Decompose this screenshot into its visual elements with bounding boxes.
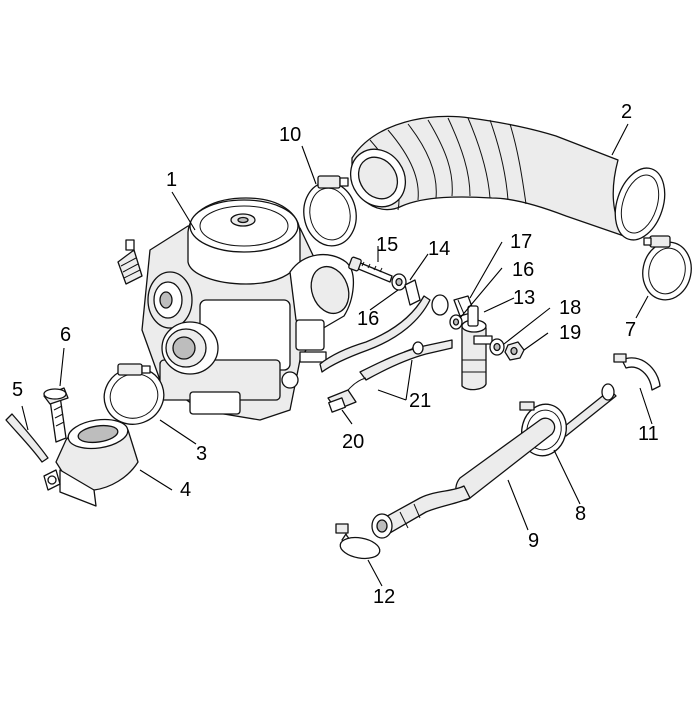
leader-18 <box>503 307 551 345</box>
callout-6: 6 <box>60 324 71 346</box>
part-6-bolt <box>43 387 69 443</box>
callout-21: 21 <box>409 390 431 412</box>
part-11-clamp <box>613 353 661 391</box>
part-16-washer-lower <box>449 314 463 330</box>
leader-9 <box>507 479 529 531</box>
leader-19 <box>523 332 549 351</box>
leader-17 <box>469 241 503 299</box>
callout-9: 9 <box>528 530 539 552</box>
callout-1: 1 <box>166 169 177 191</box>
part-2-intake-duct <box>349 115 666 241</box>
leader-11 <box>639 387 653 425</box>
part-21-wire-harness <box>341 339 453 399</box>
callout-12: 12 <box>373 586 395 608</box>
callout-16a: 16 <box>357 308 379 330</box>
callout-labels: 1 2 3 4 5 6 7 8 9 10 11 12 13 14 15 16 1… <box>12 101 659 608</box>
part-3-hose-clamp <box>103 363 165 425</box>
leader-16a <box>369 289 399 311</box>
part-19-nut <box>504 341 525 361</box>
leader-10 <box>301 145 317 185</box>
leader-4 <box>139 469 173 491</box>
part-5-vacuum-hose <box>5 413 49 463</box>
leader-2 <box>611 123 629 156</box>
leader-13 <box>483 297 515 313</box>
callout-17: 17 <box>510 231 532 253</box>
callout-19: 19 <box>559 322 581 344</box>
part-20-connector <box>327 389 357 413</box>
leader-12 <box>367 559 383 587</box>
part-7-hose-clamp <box>642 235 692 301</box>
leader-6 <box>59 347 65 387</box>
part-14-fuel-pipe <box>319 279 449 373</box>
callout-5: 5 <box>12 379 23 401</box>
leader-5 <box>21 405 29 431</box>
leader-lines <box>21 123 653 587</box>
callout-2: 2 <box>621 101 632 123</box>
callout-11: 11 <box>638 423 659 445</box>
callout-16b: 16 <box>512 259 534 281</box>
callout-8: 8 <box>575 503 586 525</box>
part-16-washer-upper <box>391 273 407 291</box>
leader-20 <box>341 409 353 425</box>
callout-13: 13 <box>513 287 535 309</box>
leader-3 <box>159 419 197 445</box>
part-15-screw <box>348 256 393 283</box>
part-4-intake-manifold <box>43 418 139 507</box>
leader-16b <box>459 267 503 319</box>
callout-7: 7 <box>625 319 636 341</box>
part-10-hose-clamp <box>303 175 357 247</box>
leader-1 <box>171 191 196 231</box>
part-1-carburetor <box>117 197 354 421</box>
callout-3: 3 <box>196 443 207 465</box>
callout-10: 10 <box>279 124 301 146</box>
part-18-washer <box>489 338 505 356</box>
callout-14: 14 <box>428 238 450 260</box>
part-9-exhaust-silencer <box>371 417 556 539</box>
part-12-clamp <box>335 523 381 560</box>
callout-20: 20 <box>342 431 364 453</box>
leader-7 <box>635 295 649 319</box>
callout-15: 15 <box>376 234 398 256</box>
exhaust-tailpipe-rod <box>559 383 617 437</box>
callout-4: 4 <box>180 479 191 501</box>
part-13-fuel-cock <box>461 305 493 391</box>
leader-8 <box>553 449 581 505</box>
leader-14 <box>409 253 429 281</box>
callout-18: 18 <box>559 297 581 319</box>
leader-21 <box>377 359 413 401</box>
